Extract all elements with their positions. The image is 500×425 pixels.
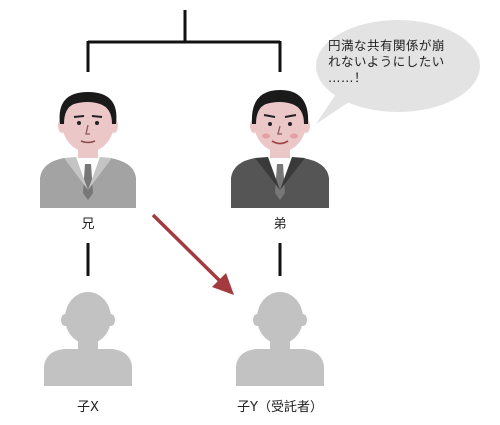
speech-line-3: ……！ xyxy=(328,70,368,85)
child-y-silhouette xyxy=(236,292,324,386)
speech-line-2: れないようにしたい xyxy=(328,54,445,69)
older-brother-label: 兄 xyxy=(81,217,95,232)
speech-line-1: 円満な共有関係が崩 xyxy=(328,38,446,53)
family-tree-lines xyxy=(86,10,282,276)
younger-brother-figure xyxy=(231,90,329,208)
trust-arrow xyxy=(151,213,234,295)
speech-bubble xyxy=(316,20,480,124)
child-x-label: 子X xyxy=(77,400,99,415)
child-x-silhouette xyxy=(44,292,132,386)
younger-brother-label: 弟 xyxy=(273,217,287,232)
speech-bubble-text: 円満な共有関係が崩 れないようにしたい ……！ xyxy=(328,38,473,86)
older-brother-figure xyxy=(40,92,136,208)
child-y-label: 子Y（受託者） xyxy=(237,400,323,415)
